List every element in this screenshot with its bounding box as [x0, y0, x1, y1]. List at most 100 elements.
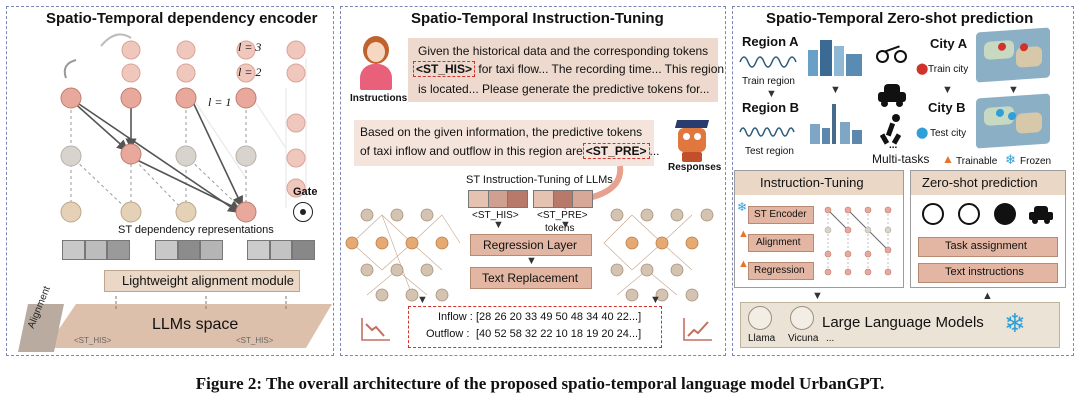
- zero-shot-frame: [910, 170, 1066, 288]
- task-assignment-box: [918, 237, 1058, 257]
- mini-graph-icon: [824, 206, 892, 276]
- figure-caption: Figure 2: The overall architecture of th…: [195, 374, 885, 393]
- bike-icon: [876, 42, 908, 64]
- llm-label: Large Language Models: [822, 314, 984, 331]
- down-arrow-5: ▼: [650, 294, 661, 306]
- down-arrow-2: ▼: [560, 219, 571, 231]
- alignment-label: Alignment: [756, 237, 801, 248]
- running-person-icon: [879, 114, 906, 145]
- response-line-1: Based on the given information, the pred…: [360, 125, 643, 139]
- regression-layer-label: Regression Layer: [483, 238, 578, 252]
- trend-up-icon: [683, 318, 712, 341]
- tower-skyline-icon: [806, 104, 864, 144]
- regression-layer-box: [470, 234, 592, 256]
- instruction-tuning-label: Instruction-Tuning: [760, 175, 864, 190]
- train-city-label: Train city: [928, 64, 969, 75]
- robot-icon: [672, 120, 712, 162]
- representation-bar-2: [155, 240, 224, 260]
- outflow-label: Outflow :: [426, 328, 470, 340]
- arrow-region-a-b: ▼: [766, 88, 777, 100]
- neural-net-left: [345, 208, 461, 302]
- response-line-2-end: ...: [649, 144, 660, 158]
- wave-b-icon: [739, 127, 795, 137]
- region-b-label: Region B: [742, 100, 800, 115]
- vicuna-icon: [790, 306, 814, 330]
- pre-token-bar: [533, 190, 593, 208]
- down-arrow-1: ▼: [493, 219, 504, 231]
- neural-net-right: [603, 208, 714, 302]
- more-tasks-dots: ...: [889, 140, 898, 151]
- instruction-line-3: is located... Please generate the predic…: [418, 82, 710, 96]
- representation-bar-1: [62, 240, 131, 260]
- trend-down-icon: [361, 318, 390, 341]
- wave-a-icon: [739, 56, 797, 68]
- regression-box: [748, 262, 814, 280]
- instructions-label: Instructions: [350, 93, 408, 104]
- fire-small-icon-2: ▲: [738, 258, 749, 270]
- gate-label: Gate: [293, 186, 318, 198]
- text-instructions-box: [918, 263, 1058, 283]
- down-arrow-3: ▼: [526, 255, 537, 267]
- arrow-from-llm: ▲: [982, 290, 993, 302]
- llm-space-label: LLMs space: [152, 316, 239, 333]
- instruction-line-2-text: for taxi flow... The recording time... T…: [478, 62, 725, 76]
- map-b-icon: [976, 93, 1050, 149]
- zero-shot-header: [911, 171, 1065, 195]
- llama-icon: [748, 306, 772, 330]
- instruction-token: <ST_HIS>: [413, 61, 476, 77]
- arrow-city-a-b: ▼: [942, 84, 953, 96]
- down-arrow-4: ▼: [417, 294, 428, 306]
- waveform-icon: [922, 203, 944, 225]
- tuning-title: Spatio-Temporal Instruction-Tuning: [411, 10, 664, 27]
- instruction-tuning-header: [735, 171, 903, 195]
- outflow-values: [40 52 58 32 22 10 18 19 20 24...]: [476, 328, 642, 340]
- text-instructions-label: Text instructions: [945, 266, 1024, 278]
- globe-icon: [994, 203, 1016, 225]
- layer-label-1: l = 1: [208, 95, 232, 109]
- his-token-bar: [468, 190, 528, 208]
- more-models-dots: ...: [826, 333, 835, 344]
- encoder-graph: [60, 33, 307, 223]
- snowflake-icon: ❄: [1005, 152, 1016, 167]
- zeroshot-title: Spatio-Temporal Zero-shot prediction: [766, 10, 1034, 27]
- llm-space-shape: [18, 296, 332, 352]
- test-region-label: Test region: [745, 146, 794, 157]
- zeroshot-panel: [732, 6, 1074, 356]
- llm-space-token-right: <ST_HIS>: [236, 336, 274, 345]
- alignment-module-box: [104, 270, 300, 292]
- city-a-label: City A: [930, 36, 968, 51]
- text-replacement-box: [470, 267, 592, 289]
- multi-tasks-label: Multi-tasks: [872, 152, 930, 166]
- car-icon: [1028, 206, 1054, 224]
- instruction-line-2: <ST_HIS> for taxi flow... The recording …: [413, 61, 725, 77]
- city-b-label: City B: [928, 100, 966, 115]
- output-box: [408, 306, 662, 348]
- regression-label: Regression: [754, 265, 805, 276]
- taxi-icon: [876, 84, 908, 107]
- encoder-title: Spatio-Temporal dependency encoder: [46, 10, 318, 27]
- test-city-label: Test city: [930, 128, 967, 139]
- pre-token-label: <ST_PRE>: [537, 210, 588, 221]
- arrow-city-skyline: ▼: [830, 84, 841, 96]
- instruction-tuning-frame: [734, 170, 904, 288]
- pin-blue-icon: ⬤: [916, 127, 929, 139]
- instruction-line-1: Given the historical data and the corres…: [418, 44, 709, 58]
- alignment-module-label: Lightweight alignment module: [122, 273, 294, 288]
- alignment-box: [748, 234, 814, 252]
- inflow-label: Inflow :: [438, 311, 473, 323]
- arrow-map: ▼: [1008, 84, 1019, 96]
- stopwatch-icon: [958, 203, 980, 225]
- tokens-label: tokens: [545, 223, 575, 234]
- pin-red-icon: ⬤: [916, 63, 929, 75]
- tuning-panel: [340, 6, 726, 356]
- response-box: [354, 120, 654, 166]
- fire-icon: ▲: [942, 152, 954, 166]
- response-line-2-text: of taxi inflow and outflow in this regio…: [360, 144, 583, 158]
- his-token-label: <ST_HIS>: [472, 210, 519, 221]
- task-assignment-label: Task assignment: [945, 240, 1027, 252]
- instruction-box: [408, 38, 718, 102]
- layer-label-3: l = 3: [238, 40, 262, 54]
- encoder-panel: [6, 6, 334, 356]
- city-skyline-icon: [806, 36, 864, 76]
